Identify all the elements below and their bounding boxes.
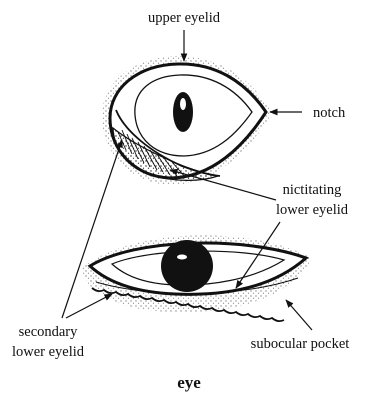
leader-subocular: [286, 300, 312, 330]
label-notch: notch: [313, 105, 346, 121]
leader-secondary-bottom: [66, 294, 112, 318]
label-nictitating-line2: lower eyelid: [276, 202, 349, 218]
figure-title: eye: [177, 373, 201, 392]
bottom-eye-pupil-highlight: [177, 255, 187, 260]
leader-nictitating-top: [170, 170, 276, 200]
bottom-eye-pupil: [161, 240, 213, 292]
label-secondary-line1: secondary: [19, 324, 79, 340]
bottom-eye: [82, 235, 312, 321]
label-nictitating-line1: nictitating: [283, 182, 342, 198]
label-secondary-line2: lower eyelid: [12, 344, 85, 360]
top-eye: [102, 56, 272, 185]
label-upper-eyelid: upper eyelid: [148, 10, 221, 26]
top-eye-pupil-highlight: [180, 98, 186, 110]
label-subocular-pocket: subocular pocket: [251, 336, 350, 352]
